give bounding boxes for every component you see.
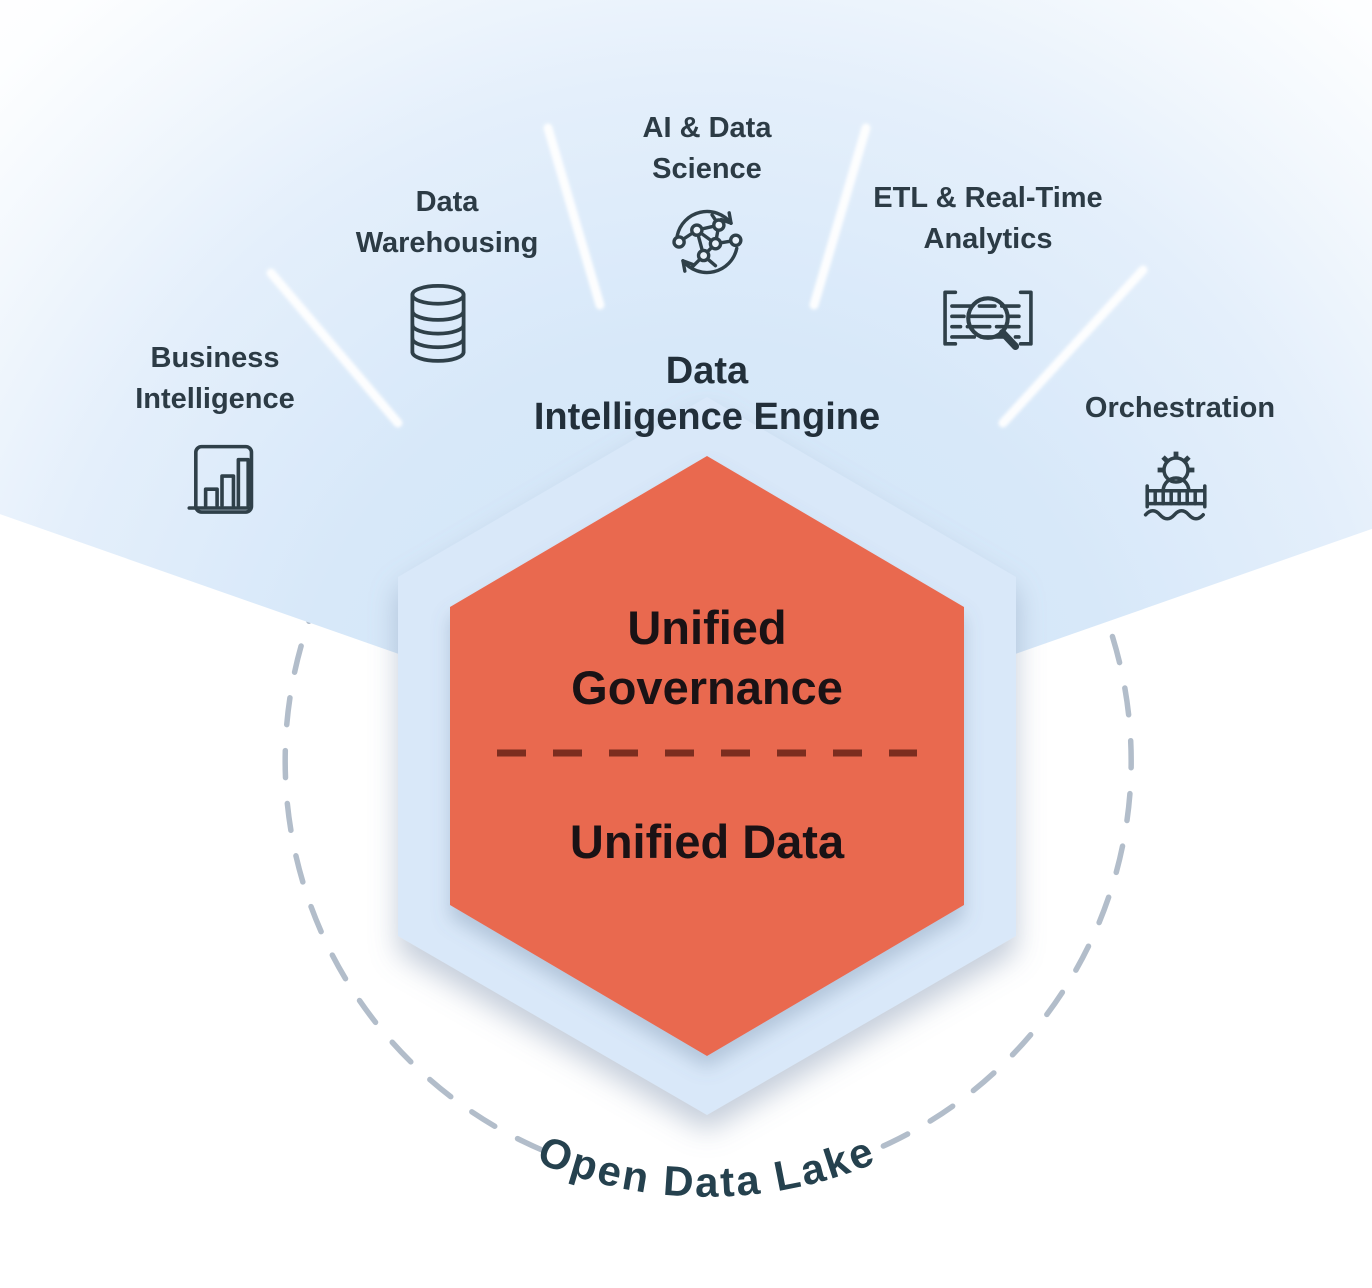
capability-data-warehousing-label: Data Warehousing	[356, 182, 539, 264]
label-line: Science	[652, 153, 762, 186]
hex-label-line: Unified Data	[569, 815, 845, 868]
pipeline-magnifier-icon	[933, 282, 1043, 366]
gear-bridge-icon	[1136, 444, 1216, 533]
engine-title-line: Intelligence Engine	[533, 396, 881, 439]
fan-divider-ray	[998, 265, 1148, 428]
capability-ai-data-science-label: AI & Data Science	[643, 108, 772, 190]
bar-chart-icon	[186, 440, 258, 527]
database-icon	[400, 282, 476, 369]
open-data-lake-dashed-ring	[282, 335, 1134, 1154]
capability-fan	[0, 0, 1372, 762]
capability-etl-analytics-label: ETL & Real-Time Analytics	[873, 178, 1102, 260]
network-graph-icon	[663, 198, 751, 291]
hex-label-line: Unified	[627, 601, 787, 654]
hex-label-line: Governance	[571, 660, 843, 714]
label-line: Intelligence	[135, 383, 295, 416]
open-data-lake-label: Open Data Lake	[532, 1126, 882, 1205]
capability-orchestration-label: Orchestration	[1085, 388, 1275, 429]
fan-divider-ray	[266, 268, 403, 428]
label-line: Analytics	[923, 223, 1053, 256]
engine-title-line: Data	[665, 350, 749, 392]
engine-title: Data Intelligence Engine	[534, 348, 880, 441]
label-line: Data	[415, 186, 479, 218]
fan-divider-ray	[809, 123, 871, 310]
label-line: Orchestration	[1084, 392, 1276, 424]
unified-governance-label: Unified Governance	[571, 598, 843, 717]
capability-business-intelligence-label: Business Intelligence	[135, 338, 295, 420]
label-line: Warehousing	[355, 227, 539, 260]
unified-hexagon	[450, 456, 964, 1056]
label-line: ETL & Real-Time	[873, 182, 1103, 214]
fan-divider-ray	[543, 123, 605, 310]
unified-data-label: Unified Data	[570, 812, 844, 872]
label-line: Business	[150, 342, 280, 374]
label-line: AI & Data	[642, 112, 772, 144]
